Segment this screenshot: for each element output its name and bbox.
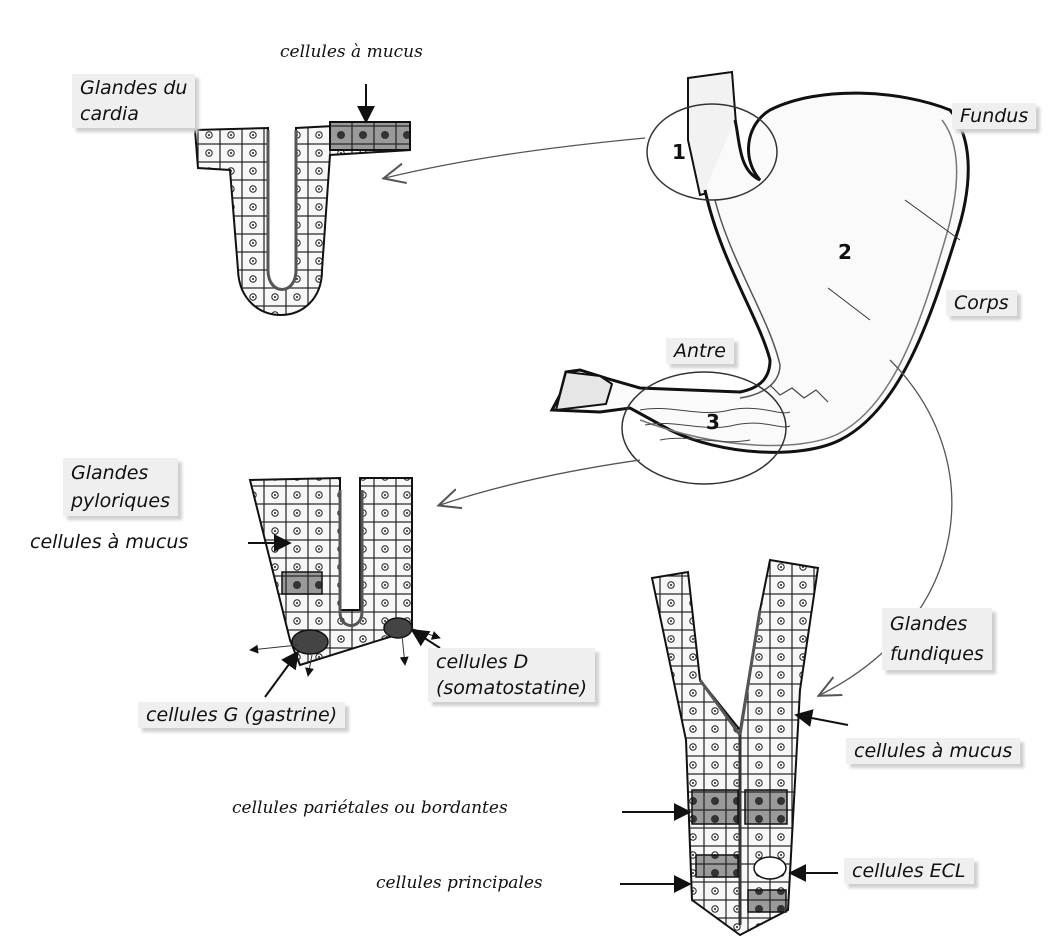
label-cellules-ecl: cellules ECL — [844, 858, 974, 884]
label-glandes-fundiques-line1: Glandes — [890, 609, 984, 639]
label-cellules-d-line1: cellules D — [436, 649, 587, 675]
label-glandes-cardia-line1: Glandes du — [80, 75, 187, 101]
label-glandes-pyloriques-line2: pyloriques — [71, 487, 170, 515]
label-corps: Corps — [946, 290, 1017, 316]
label-glandes-cardia-line2: cardia — [80, 101, 187, 127]
label-cellules-mucus-pyloriques: cellules à mucus — [30, 530, 188, 554]
label-glandes-fundiques-line2: fundiques — [890, 639, 984, 669]
pyloric-gland-drawing — [250, 478, 440, 676]
region-number-1: 1 — [672, 140, 686, 164]
label-cellules-d: cellules D (somatostatine) — [428, 648, 595, 702]
label-glandes-cardia: Glandes du cardia — [72, 74, 195, 128]
label-fundus: Fundus — [952, 103, 1036, 129]
label-cellules-parietales: cellules pariétales ou bordantes — [232, 796, 508, 820]
stomach-drawing — [552, 72, 968, 484]
label-antre: Antre — [666, 338, 734, 364]
label-glandes-pyloriques-line1: Glandes — [71, 459, 170, 487]
fundic-gland-drawing — [652, 560, 818, 935]
label-cellules-principales: cellules principales — [376, 871, 543, 895]
region-number-3: 3 — [706, 410, 720, 434]
label-cellules-mucus-cardia: cellules à mucus — [280, 40, 423, 64]
region-number-2: 2 — [838, 240, 852, 264]
label-glandes-fundiques: Glandes fundiques — [882, 608, 992, 670]
label-cellules-mucus-fundiques: cellules à mucus — [846, 738, 1020, 764]
label-cellules-d-line2: (somatostatine) — [436, 675, 587, 701]
cardia-gland-drawing — [195, 122, 410, 315]
label-glandes-pyloriques: Glandes pyloriques — [63, 458, 178, 516]
label-cellules-g: cellules G (gastrine) — [138, 702, 345, 728]
